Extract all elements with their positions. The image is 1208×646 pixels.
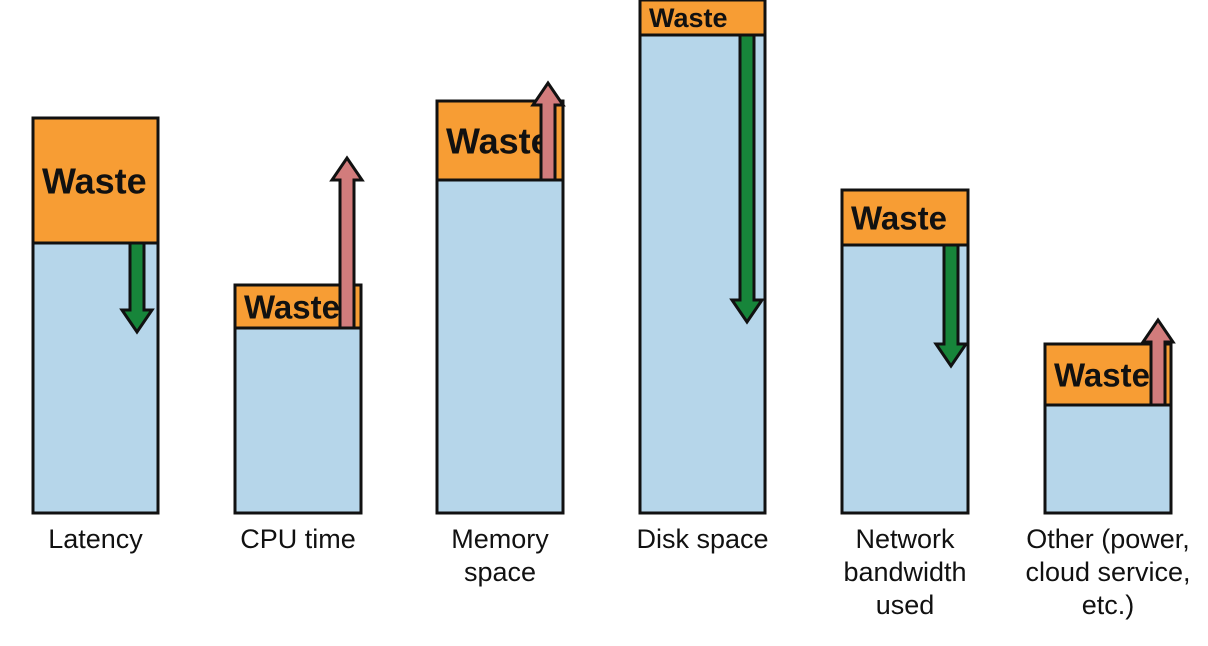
- up-arrow-icon-cpu-time: [329, 155, 365, 330]
- category-label-other: etc.): [1082, 590, 1135, 620]
- category-label-memory-space: Memory: [451, 524, 549, 554]
- up-arrow-icon-memory-space: [530, 80, 566, 182]
- down-arrow-icon-disk-space: [729, 33, 765, 325]
- waste-label-cpu-time: Waste: [244, 288, 340, 325]
- category-label-cpu-time: CPU time: [240, 524, 356, 554]
- used-bar-cpu-time: [233, 326, 363, 515]
- up-arrow-icon-other: [1140, 317, 1176, 407]
- category-label-network-bandwidth: bandwidth: [843, 557, 966, 587]
- waste-label-network-bandwidth: Waste: [851, 199, 947, 236]
- waste-bar-latency: [31, 116, 160, 245]
- used-bar-memory-space: [435, 178, 565, 515]
- category-label-disk-space: Disk space: [636, 524, 768, 554]
- down-arrow-icon-latency: [119, 241, 155, 335]
- waste-label-disk-space: Waste: [649, 3, 728, 33]
- waste-label-memory-space: Waste: [446, 120, 551, 161]
- waste-bar-disk-space: [638, 0, 767, 37]
- category-label-memory-space: space: [464, 557, 536, 587]
- category-label-network-bandwidth: used: [876, 590, 935, 620]
- category-label-other: Other (power,: [1026, 524, 1190, 554]
- waste-label-latency: Waste: [42, 160, 147, 201]
- waste-label-other: Waste: [1054, 356, 1150, 393]
- down-arrow-icon-network-bandwidth: [933, 243, 969, 369]
- waste-bar-network-bandwidth: [840, 188, 970, 247]
- used-bar-other: [1043, 403, 1173, 515]
- category-label-latency: Latency: [48, 524, 143, 554]
- category-label-other: cloud service,: [1025, 557, 1190, 587]
- category-label-network-bandwidth: Network: [855, 524, 955, 554]
